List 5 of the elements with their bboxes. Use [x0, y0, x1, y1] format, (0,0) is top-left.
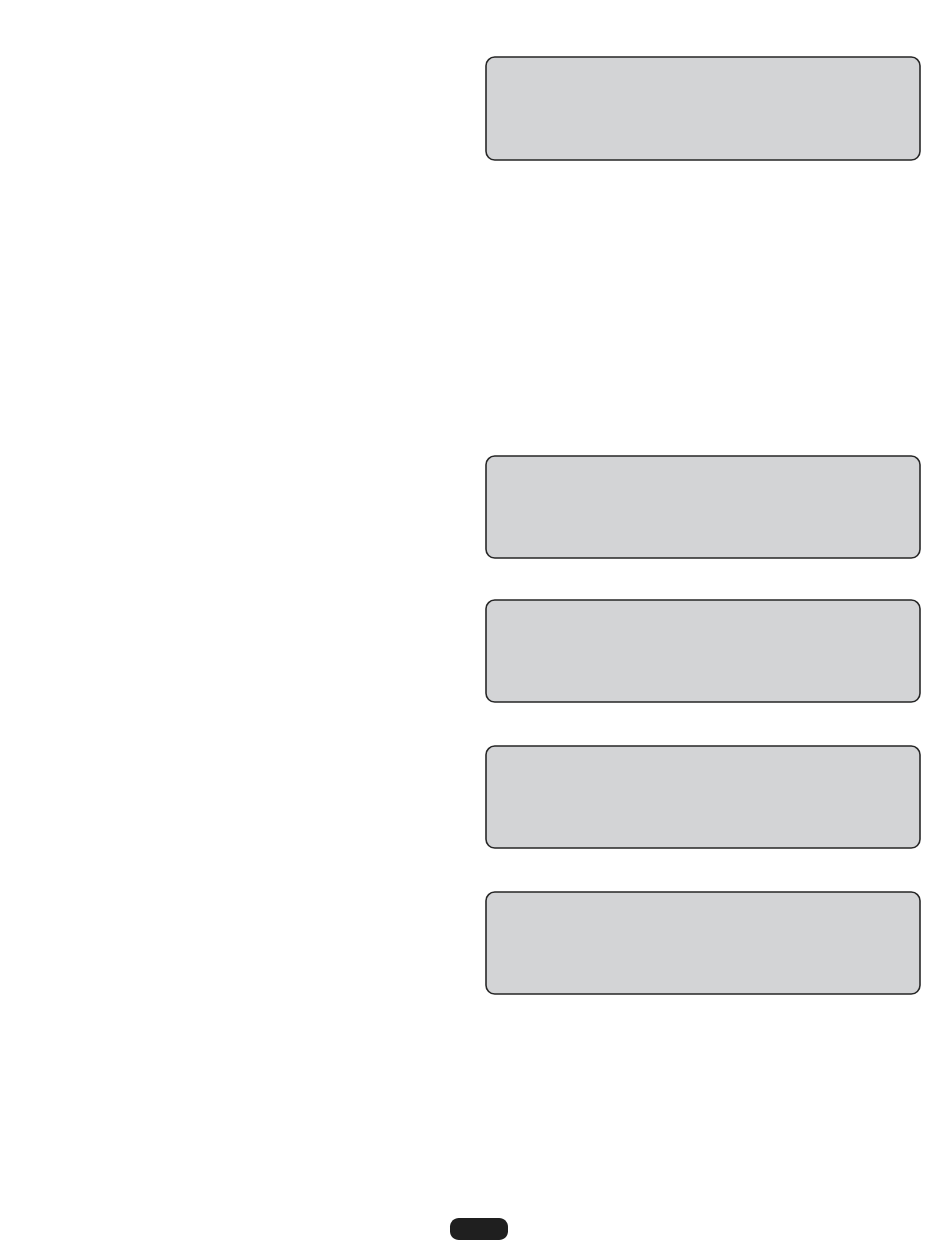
empty-box — [485, 599, 921, 703]
empty-box — [485, 56, 921, 161]
empty-box — [485, 455, 921, 559]
empty-box — [485, 745, 921, 849]
empty-box — [485, 891, 921, 995]
